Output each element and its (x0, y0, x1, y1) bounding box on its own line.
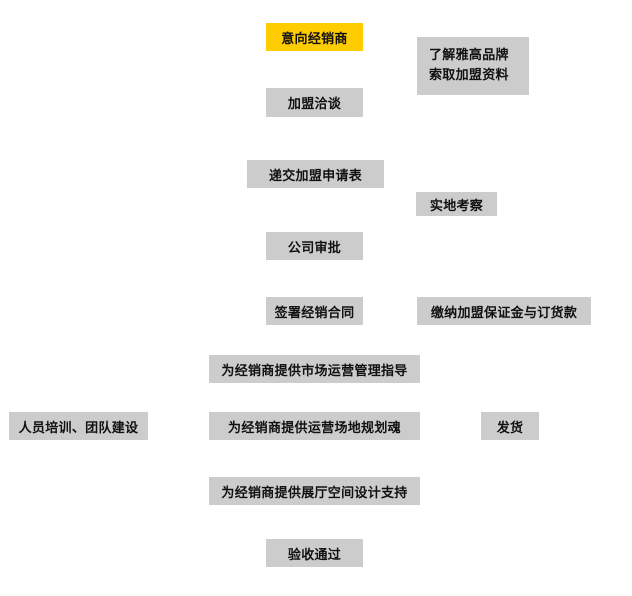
step-prospective-dealer-label: 意向经销商 (281, 31, 348, 47)
note-site-inspection: 实地考察 (416, 192, 497, 216)
note-site-inspection-label: 实地考察 (429, 198, 484, 214)
note-training-label: 人员培训、团队建设 (18, 420, 139, 436)
step-franchise-talk: 加盟洽谈 (266, 88, 363, 117)
note-pay-deposit: 缴纳加盟保证金与订货款 (417, 297, 591, 325)
step-sign-contract: 签署经销合同 (266, 297, 363, 325)
note-pay-deposit-label: 缴纳加盟保证金与订货款 (430, 305, 578, 321)
step-market-guidance-label: 为经销商提供市场运营管理指导 (221, 363, 408, 379)
step-company-approval-label: 公司审批 (287, 240, 342, 256)
step-acceptance: 验收通过 (266, 539, 363, 567)
note-delivery-label: 发货 (496, 420, 524, 436)
step-submit-application: 递交加盟申请表 (247, 160, 384, 188)
note-training: 人员培训、团队建设 (9, 412, 148, 440)
note-learn-brand: 了解雅高品牌 索取加盟资料 (417, 37, 529, 95)
step-franchise-talk-label: 加盟洽谈 (287, 97, 342, 112)
step-store-planning-label: 为经销商提供运营场地规划魂 (228, 420, 401, 436)
step-sign-contract-label: 签署经销合同 (274, 305, 355, 321)
note-delivery: 发货 (481, 412, 539, 440)
note-learn-brand-line1: 了解雅高品牌 (429, 48, 509, 63)
step-company-approval: 公司审批 (266, 232, 363, 260)
step-store-planning: 为经销商提供运营场地规划魂 (209, 412, 420, 440)
step-showroom-design-label: 为经销商提供展厅空间设计支持 (221, 485, 408, 501)
step-market-guidance: 为经销商提供市场运营管理指导 (209, 355, 420, 383)
note-learn-brand-line2: 索取加盟资料 (429, 68, 509, 83)
step-prospective-dealer: 意向经销商 (266, 23, 363, 51)
step-showroom-design: 为经销商提供展厅空间设计支持 (209, 477, 420, 505)
step-acceptance-label: 验收通过 (287, 547, 342, 563)
step-submit-application-label: 递交加盟申请表 (268, 168, 363, 184)
